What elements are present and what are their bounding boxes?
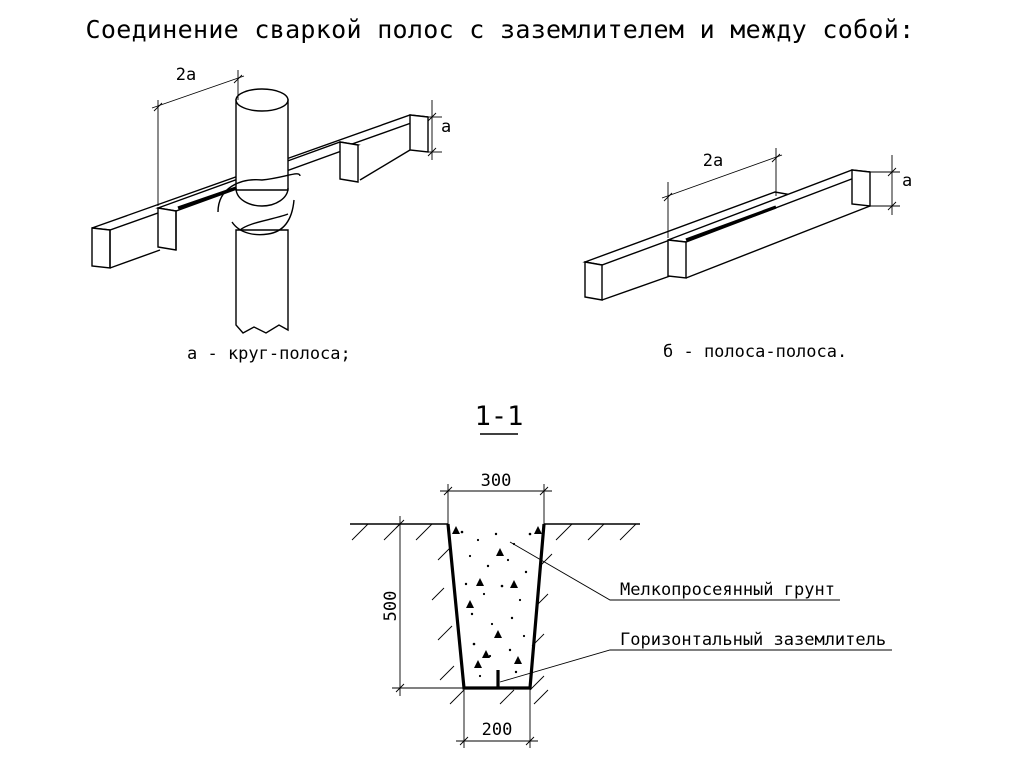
dim-300: 300 (481, 471, 512, 491)
dim-200: 200 (482, 720, 513, 740)
detail-a-dim-a: а (441, 117, 451, 137)
detail-b-dim-height: а (870, 155, 912, 215)
detail-b-dim-a: а (902, 171, 912, 191)
dim-500: 500 (381, 591, 401, 622)
detail-a-rod-strip: 2а а а - круг-полоса; (91, 65, 451, 364)
detail-a-rod (155, 88, 361, 334)
detail-b-dim-weld: 2а (661, 148, 783, 238)
dim-top-width: 300 (440, 471, 552, 524)
section-1-1: 1-1 (350, 401, 892, 748)
section-label: 1-1 (475, 401, 524, 432)
detail-a-dim-2a: 2а (176, 65, 196, 85)
dim-bottom-width: 200 (456, 688, 538, 748)
detail-a-dim-weld: 2а (151, 65, 245, 206)
detail-b-lower-strip (582, 191, 795, 301)
detail-b-strip-strip: 2а а б - полоса-полоса. (582, 148, 912, 362)
detail-b-dim-2a: 2а (703, 151, 723, 171)
detail-b-caption: б - полоса-полоса. (663, 342, 847, 362)
fine-soil-fill (452, 526, 542, 678)
callout-conductor-label: Горизонтальный заземлитель (620, 630, 886, 650)
callout-fill: Мелкопросеянный грунт (509, 541, 840, 601)
callout-fill-label: Мелкопросеянный грунт (620, 580, 835, 600)
dim-depth: 500 (381, 516, 464, 696)
detail-a-caption: а - круг-полоса; (187, 344, 351, 364)
callout-conductor: Горизонтальный заземлитель (499, 630, 892, 683)
detail-b-upper-strip (667, 169, 871, 279)
drawing-title: Соединение сваркой полос с заземлителем … (86, 15, 915, 44)
detail-a-dim-height: а (427, 100, 451, 160)
trench (446, 523, 546, 690)
